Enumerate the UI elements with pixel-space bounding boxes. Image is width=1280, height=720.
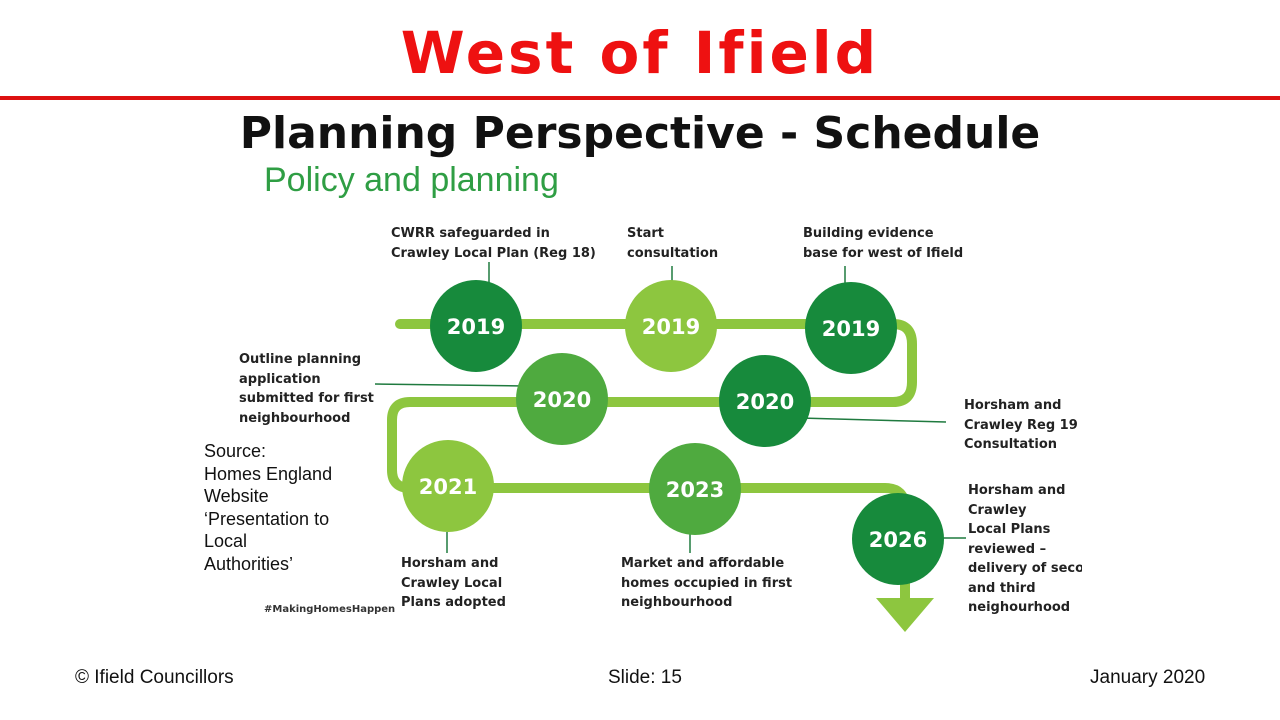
section-heading: Policy and planning (264, 161, 559, 199)
title-divider (0, 96, 1280, 100)
milestone-circle (719, 355, 811, 447)
milestone-year: 2020 (533, 388, 591, 412)
milestone-node: 2019 (625, 280, 717, 372)
milestone-node: 2020 (516, 353, 608, 445)
timeline-arrow-head (876, 598, 934, 632)
milestone-node: 2019 (805, 282, 897, 374)
milestone-year: 2019 (822, 317, 880, 341)
hashtag-text: #MakingHomesHappen (264, 604, 396, 615)
milestone-node: 2026 (852, 493, 944, 585)
milestone-year: 2021 (419, 475, 477, 499)
slide-subtitle: Planning Perspective - Schedule (239, 108, 1041, 159)
footer-slide-number: Slide: 15 (608, 667, 682, 688)
label-connectors (374, 262, 966, 553)
milestone-year: 2020 (736, 390, 794, 414)
milestone-label: Start consultation (627, 226, 719, 261)
milestone-node: 2019 (430, 280, 522, 372)
milestone-label: Horsham and Crawley Local Plans reviewed… (968, 483, 1082, 615)
milestone-circle (402, 440, 494, 532)
milestone-circle (649, 443, 741, 535)
footer-copyright: © Ifield Councillors (75, 667, 234, 688)
connector-line (374, 383, 525, 387)
milestone-year: 2019 (642, 315, 700, 339)
milestone-circle (805, 282, 897, 374)
footer-date: January 2020 (1090, 667, 1206, 688)
milestone-node: 2020 (719, 355, 811, 447)
source-note: Source: Homes England Website ‘Presentat… (204, 441, 333, 574)
milestone-label: Horsham and Crawley Local Plans adopted (401, 556, 506, 610)
milestone-circle (852, 493, 944, 585)
milestone-circle (430, 280, 522, 372)
milestone-circle (625, 280, 717, 372)
milestone-year: 2019 (447, 315, 505, 339)
slide-title: West of Ifield (400, 19, 880, 87)
milestone-label: Outline planning application submitted f… (239, 352, 374, 426)
milestone-label: CWRR safeguarded in Crawley Local Plan (… (391, 226, 596, 261)
milestone-label: Horsham and Crawley Reg 19 Consultation (964, 398, 1078, 452)
connector-line (799, 417, 947, 423)
milestone-year: 2026 (869, 528, 927, 552)
milestone-node: 2021 (402, 440, 494, 532)
milestone-node: 2023 (649, 443, 741, 535)
milestone-year: 2023 (666, 478, 724, 502)
milestone-circle (516, 353, 608, 445)
milestone-label: Building evidence base for west of Ifiel… (803, 226, 964, 261)
milestone-label: Market and affordable homes occupied in … (621, 556, 793, 610)
timeline-track (387, 319, 917, 603)
